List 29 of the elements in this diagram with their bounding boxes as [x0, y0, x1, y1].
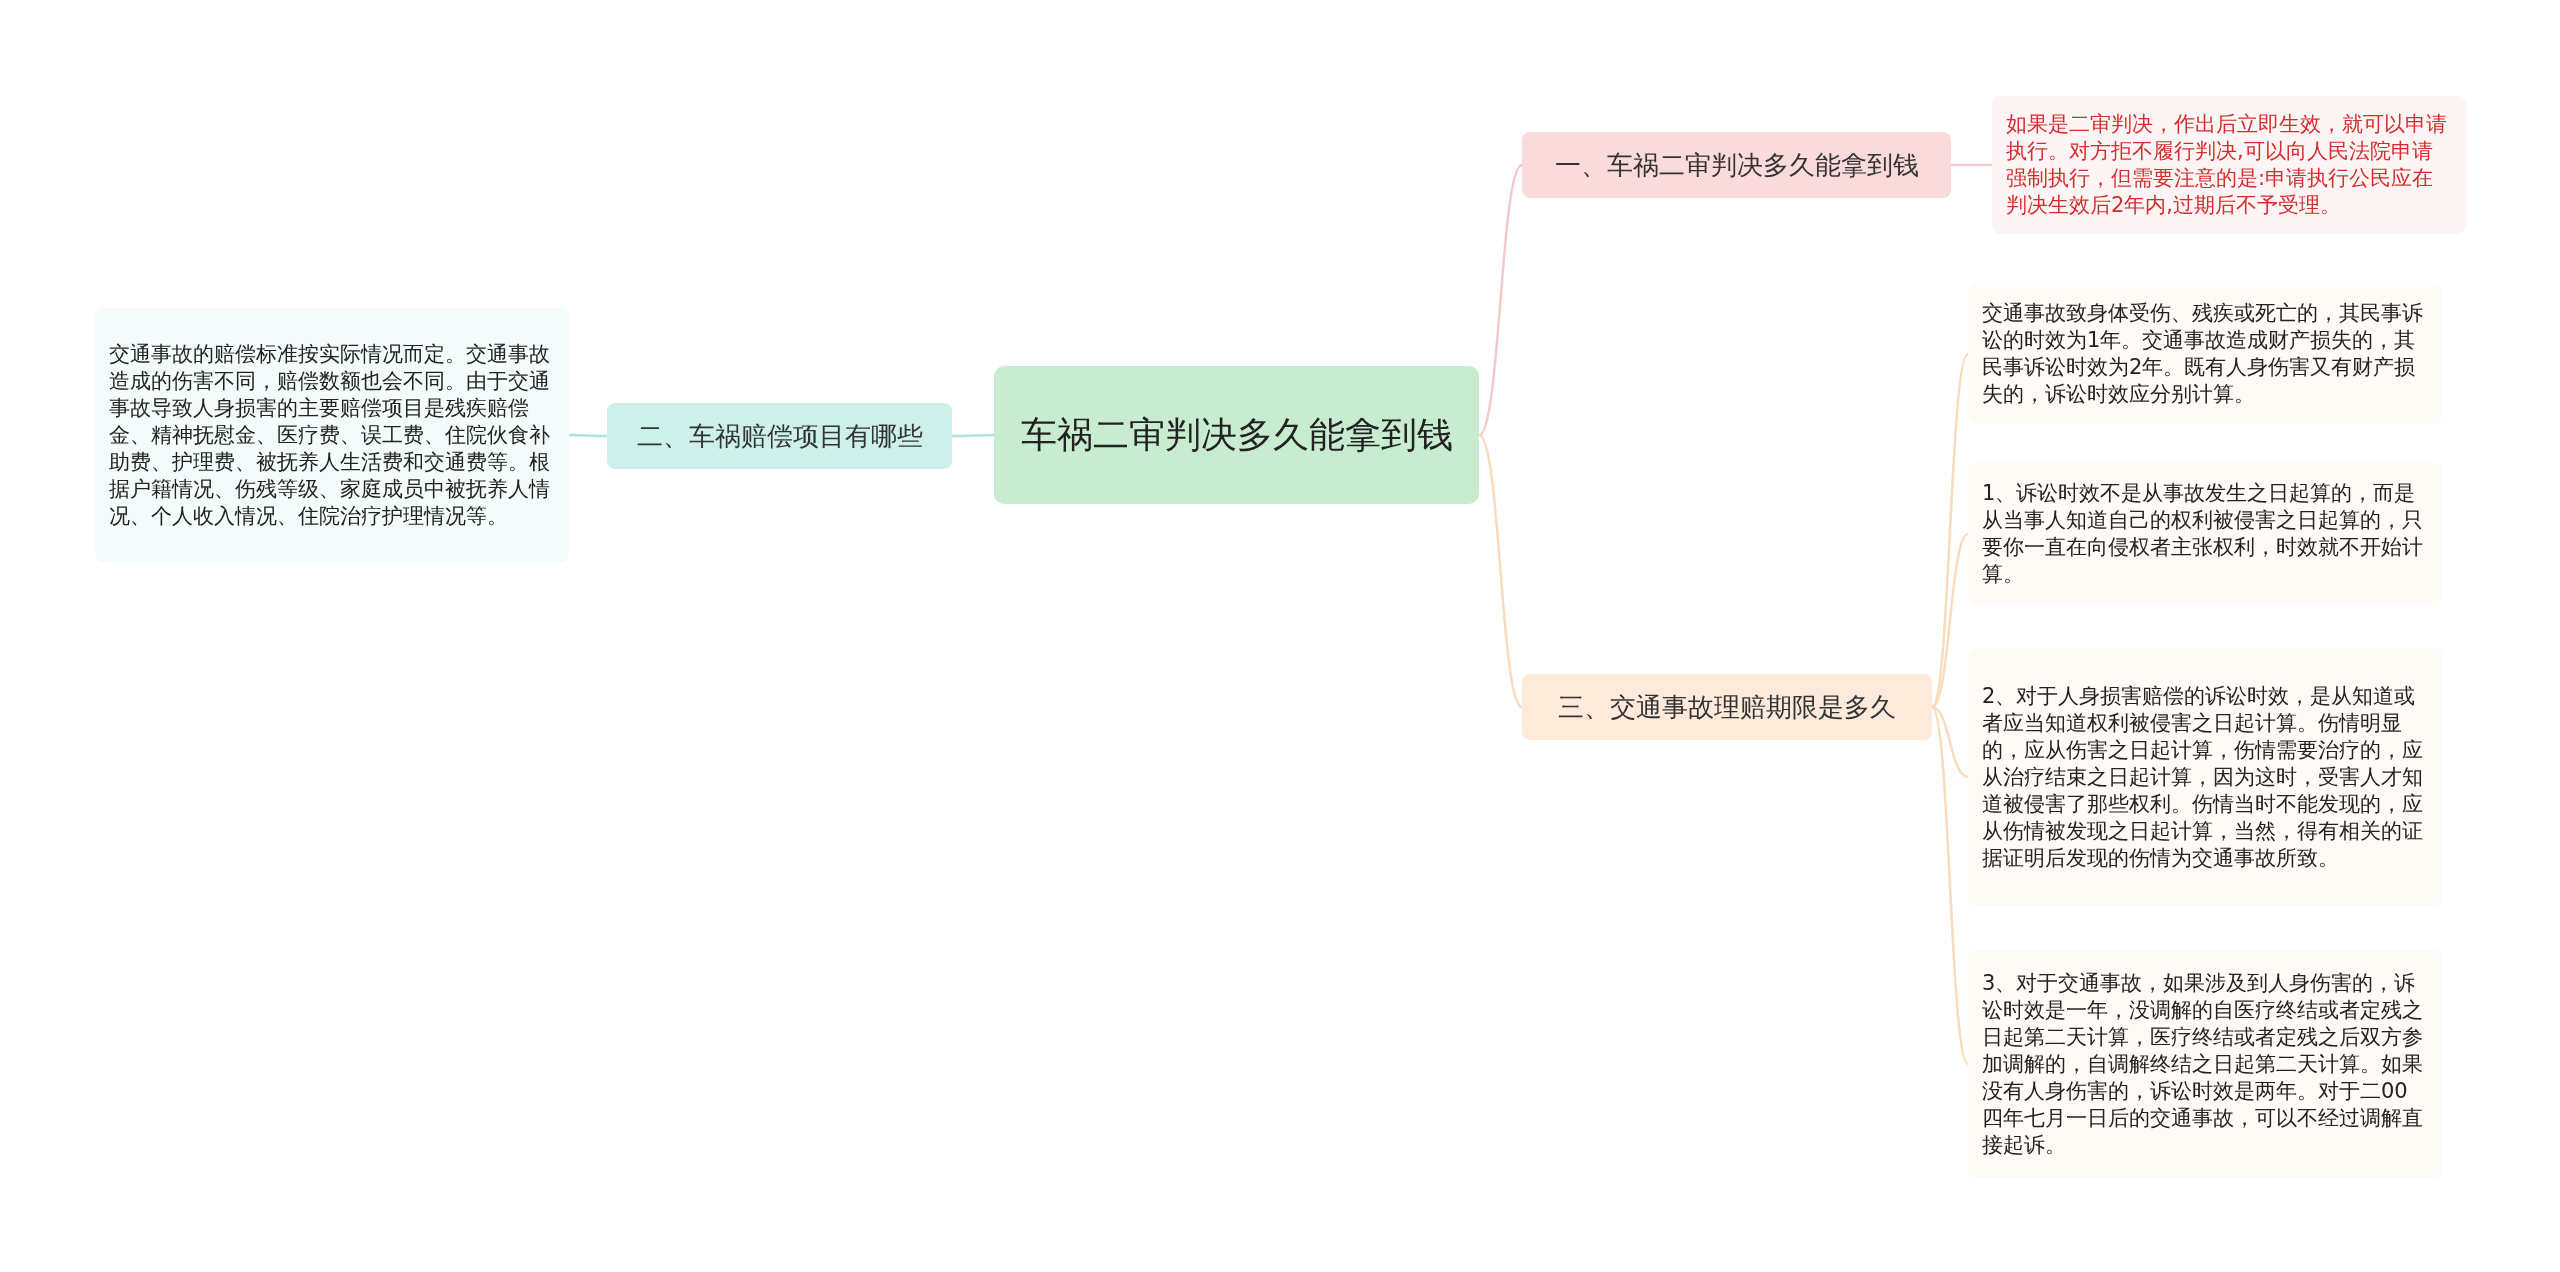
connector-line	[1931, 533, 1969, 708]
note-box	[95, 308, 569, 562]
note-box	[1968, 648, 2442, 906]
connector-line	[1478, 434, 1523, 708]
note-box	[1968, 284, 2442, 424]
topic-text: 3、对于交通事故，如果涉及到人身伤害的，诉讼时效是一年，没调解的自医疗终结或者定残之日起第二天计算，医疗终结或者定残之后双方参加调解的，自调解终结之日起第二天计算。如果没有人身伤害的，诉讼时效是两年。对于二00四年七月一日后的交通事故，可以不经过调解直接起诉。	[1982, 969, 2424, 1159]
topic-text: 交通事故的赔偿标准按实际情况而定。交通事故造成的伤害不同，赔偿数额也会不同。由于交通事故导致人身损害的主要赔偿项目是残疾赔偿金、精神抚慰金、医疗费、误工费、住院伙食补助费、护理费、被抚养人生活费和交通费等。根据户籍情况、伤残等级、家庭成员中被抚养人情况、个人收入情况、住院治疗护理情况等。	[109, 340, 551, 530]
topic-text: 1、诉讼时效不是从事故发生之日起算的，而是从当事人知道自己的权利被侵害之日起算的，只要你一直在向侵权者主张权利，时效就不开始计算。	[1982, 480, 2424, 588]
topic-text: 交通事故致身体受伤、残疾或死亡的，其民事诉讼的时效为1年。交通事故造成财产损失的，其民事诉讼时效为2年。既有人身伤害又有财产损失的，诉讼时效应分别计算。	[1982, 300, 2424, 408]
topic-box	[607, 403, 952, 469]
note-box	[1968, 950, 2442, 1178]
topic-text: 2、对于人身损害赔偿的诉讼时效，是从知道或者应当知道权利被侵害之日起计算。伤情明显的，应从伤害之日起计算，伤情需要治疗的，应从治疗结束之日起计算，因为这时，受害人才知道被侵害了那些权利。伤情当时不能发现的，应从伤情被发现之日起计算，当然，得有相关的证据证明后发现的伤情为交通事故所致。	[1982, 682, 2424, 872]
topic-box	[1522, 674, 1932, 740]
central-topic-box	[994, 366, 1479, 504]
topic-text: 三、交通事故理赔期限是多久	[1558, 691, 1896, 724]
connector-line	[952, 433, 994, 438]
connector-line	[1930, 706, 1970, 1065]
connector-line	[1478, 164, 1523, 436]
connector-line	[1931, 705, 1969, 779]
note-box	[1968, 463, 2442, 605]
note-box	[1992, 96, 2466, 234]
topic-text: 一、车祸二审判决多久能拿到钱	[1554, 149, 1919, 182]
connector-line	[569, 433, 607, 438]
topic-text: 车祸二审判决多久能拿到钱	[1020, 413, 1453, 457]
topic-text: 二、车祸赔偿项目有哪些	[636, 420, 923, 453]
topic-box	[1522, 132, 1951, 198]
connector-line	[1930, 353, 1970, 708]
topic-text: 如果是二审判决，作出后立即生效，就可以申请执行。对方拒不履行判决,可以向人民法院申请强制执行，但需要注意的是:申请执行公民应在判决生效后2年内,过期后不予受理。	[2006, 111, 2448, 219]
connector-line	[1951, 163, 1992, 167]
